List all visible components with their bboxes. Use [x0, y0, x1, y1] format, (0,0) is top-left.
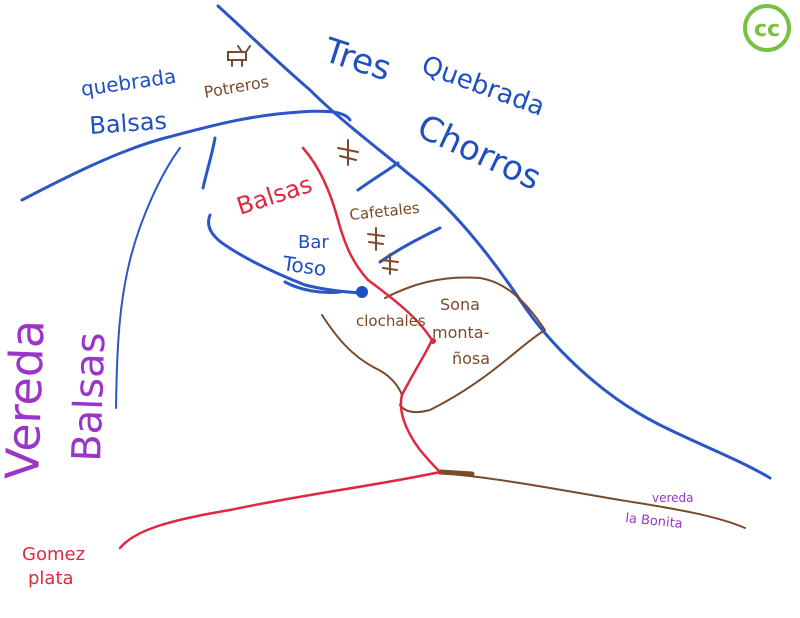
road-chocholes-boundary: [321, 314, 403, 396]
label-sona-3: ñosa: [452, 349, 490, 368]
label-potreros: Potreros: [202, 72, 270, 102]
junction-point: [430, 338, 436, 344]
river-main-east: [216, 4, 772, 480]
label-gomezplata-2: plata: [28, 568, 74, 589]
label-balsas-vereda: Balsas: [64, 332, 114, 463]
roads: [321, 276, 746, 529]
road-stub: [437, 469, 475, 477]
label-gomezplata-1: Gomez: [22, 544, 85, 565]
label-chocholes: clochales: [356, 312, 426, 330]
river-cafetales-lower: [378, 226, 442, 264]
coffee-plant-icon: [337, 139, 359, 166]
logo-text: cc: [754, 17, 780, 42]
river-cafetales-upper: [356, 161, 400, 192]
road-sona-boundary: [384, 276, 546, 414]
river-tributary-west: [115, 147, 181, 409]
label-quebrada-balsas-1: quebrada: [79, 64, 177, 101]
label-cafetales: Cafetales: [349, 199, 421, 224]
label-vereda-bonita-1: vereda: [652, 491, 694, 505]
creative-commons-logo: cc: [743, 4, 791, 52]
trail-balsas-north: [301, 146, 442, 474]
coffee-plant-icon: [381, 253, 399, 275]
label-tres: Tres: [318, 30, 396, 89]
label-quebrada-balsas-2: Balsas: [88, 107, 167, 140]
label-balsas-red: Balsas: [233, 170, 315, 221]
label-vereda: Vereda: [0, 319, 55, 481]
label-vereda-bonita-2: la Bonita: [625, 511, 684, 532]
road-to-la-bonita: [439, 472, 746, 529]
trail-to-gomezplata: [118, 470, 442, 550]
river-tributary-left: [283, 280, 342, 294]
label-sona-2: monta-: [432, 323, 489, 342]
label-sona-1: Sona: [440, 295, 480, 314]
trails: [118, 146, 442, 550]
river-balsas: [20, 109, 352, 202]
label-chorros: Chorros: [411, 107, 547, 199]
river-tributary-dashed: [201, 136, 364, 295]
label-bar-toso-1: Bar: [298, 232, 329, 253]
coffee-plant-icon: [367, 227, 385, 251]
rivers: [20, 4, 772, 480]
cow-icon: [227, 45, 251, 67]
bar-toso-point: [356, 286, 368, 298]
